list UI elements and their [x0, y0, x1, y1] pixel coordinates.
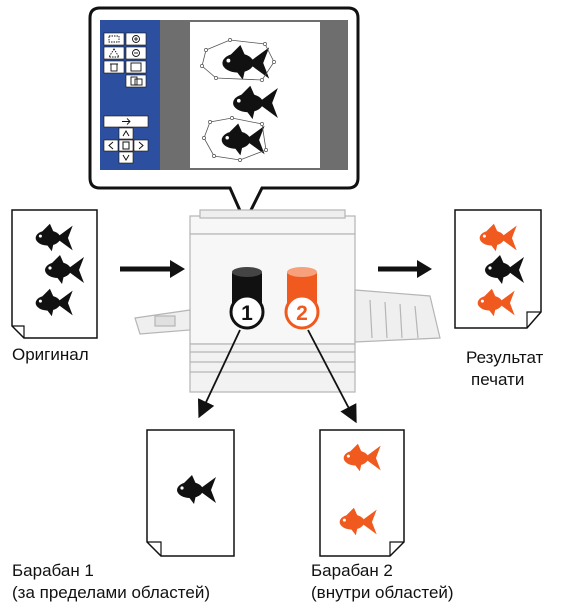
result-label-line2: печати: [471, 370, 525, 389]
drum-2-arrow: [307, 329, 357, 424]
output-arrowhead: [417, 260, 432, 278]
direction-pad: [103, 127, 149, 164]
result-label-line1: Результат: [466, 348, 544, 367]
drum-1-label-line1: Барабан 1: [12, 561, 94, 580]
polygon-select-icon[interactable]: [103, 46, 125, 60]
arrow-right-icon[interactable]: [133, 139, 149, 152]
drum-1-label-line2: (за пределами областей): [12, 583, 210, 602]
printer-machine: [134, 209, 441, 393]
drum-1-number: 1: [241, 302, 253, 325]
center-icon[interactable]: [118, 139, 134, 152]
drum-2: [284, 267, 320, 330]
drum-1-output-document: [146, 429, 235, 557]
arrow-down-icon[interactable]: [118, 151, 134, 164]
drum-1: [229, 267, 265, 330]
rectangle-select-icon[interactable]: [103, 32, 125, 46]
original-document: [11, 209, 98, 339]
drum-2-number: 2: [296, 302, 308, 325]
result-document: [454, 209, 542, 329]
drum-2-label-line1: Барабан 2: [311, 561, 393, 580]
drum-1-arrow: [197, 329, 241, 419]
arrow-left-icon[interactable]: [103, 139, 119, 152]
drum-2-output-document: [319, 429, 405, 557]
original-label: Оригинал: [12, 345, 89, 364]
document-preview: [160, 20, 348, 170]
arrow-up-icon[interactable]: [118, 127, 134, 140]
input-arrowhead: [170, 260, 185, 278]
drum-2-label-line2: (внутри областей): [311, 583, 454, 602]
delete-icon[interactable]: [103, 60, 125, 74]
editor-control-panel: [100, 20, 160, 170]
